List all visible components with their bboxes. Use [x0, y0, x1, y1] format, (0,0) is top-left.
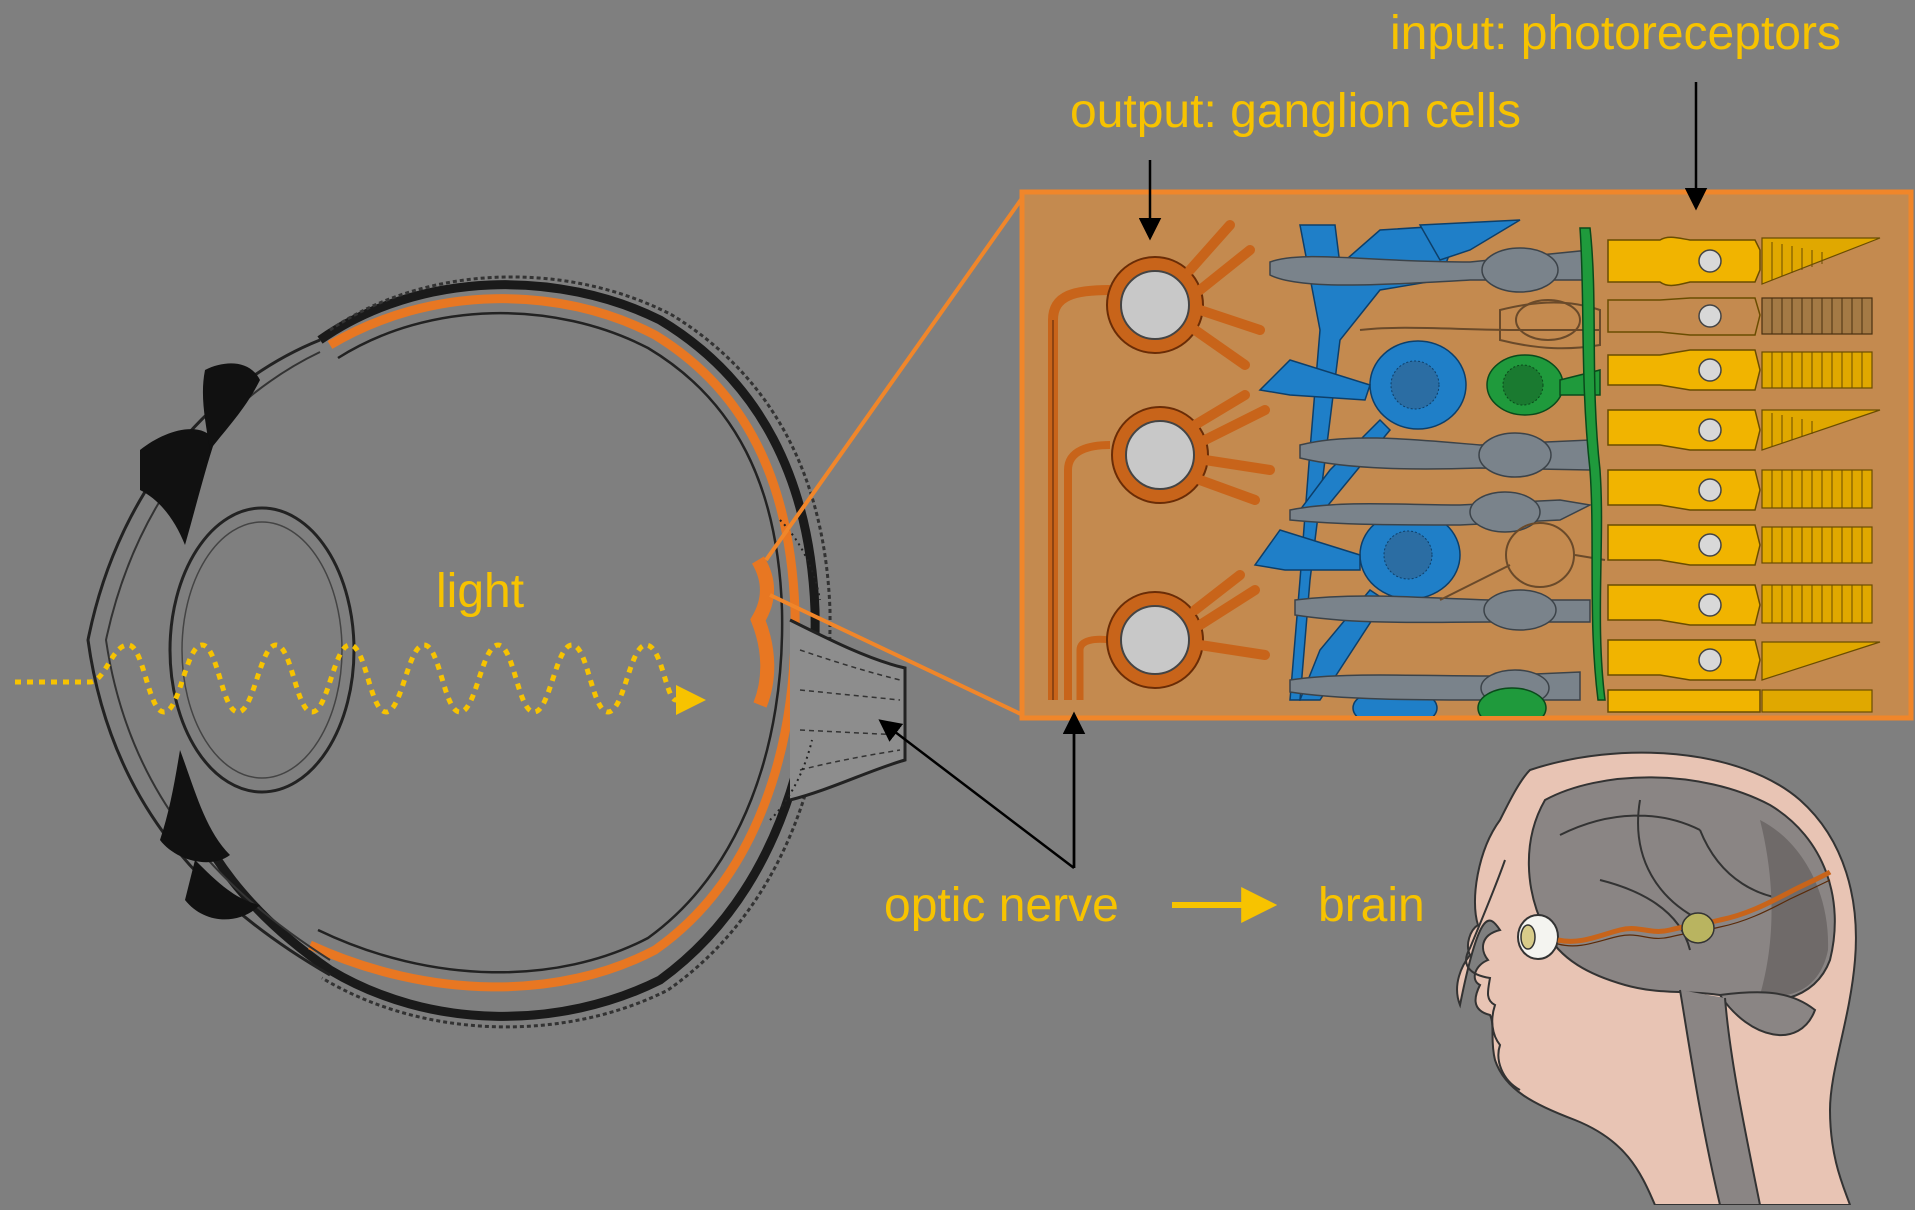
lgn	[1682, 913, 1714, 943]
retina-layer	[310, 299, 795, 987]
retina-inset	[1022, 192, 1911, 728]
lens	[170, 508, 354, 792]
iris-upper	[140, 429, 215, 545]
optic-nerve-stump	[790, 620, 905, 800]
brain-label: brain	[1318, 882, 1425, 930]
optic-nerve-label: optic nerve	[884, 882, 1119, 930]
light-label: light	[436, 568, 524, 616]
input-photoreceptors-label: input: photoreceptors	[1390, 10, 1841, 58]
light-wave-arrow	[15, 645, 700, 712]
output-ganglion-label: output: ganglion cells	[1070, 88, 1521, 136]
head-profile-brain	[1457, 753, 1856, 1205]
iris-lower	[160, 750, 230, 862]
